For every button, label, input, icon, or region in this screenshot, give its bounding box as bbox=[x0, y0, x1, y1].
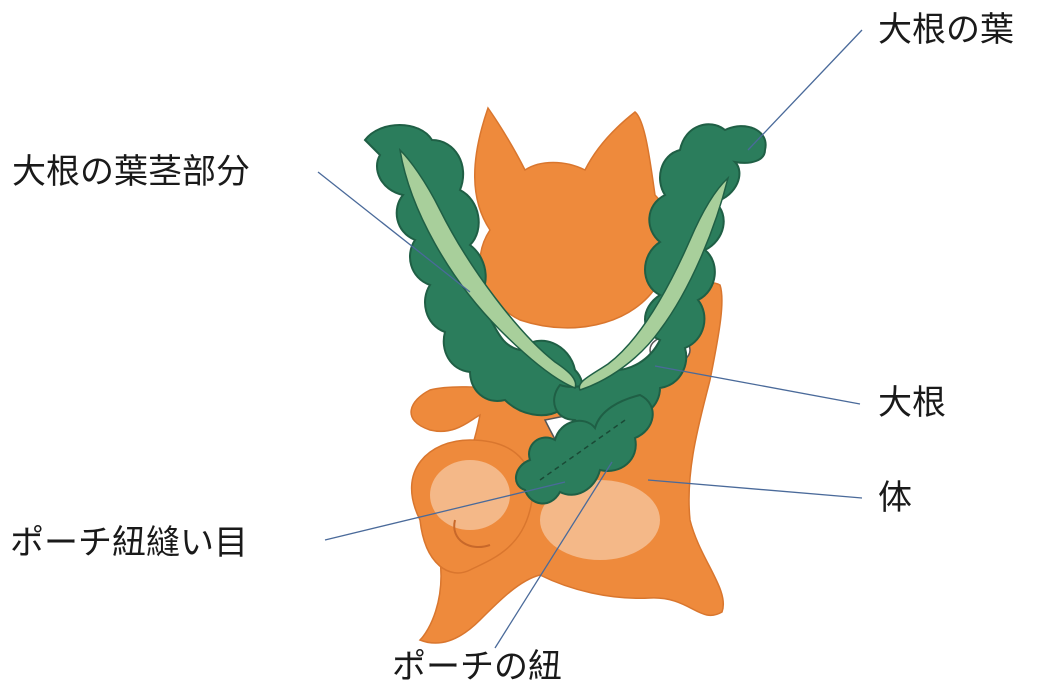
label-daikon-leaf-stem: 大根の葉茎部分 bbox=[12, 152, 250, 192]
label-daikon-leaf: 大根の葉 bbox=[878, 10, 1014, 50]
leader-line-daikon bbox=[654, 365, 861, 405]
mascot-tail-shade bbox=[430, 460, 510, 530]
leader-line-string bbox=[494, 461, 613, 649]
label-body: 体 bbox=[878, 478, 912, 518]
daikon-leaves bbox=[363, 123, 767, 505]
leader-lines bbox=[317, 29, 863, 649]
daikon-leaf-stem-right bbox=[578, 175, 730, 391]
label-pouch-string: ポーチの紐 bbox=[392, 647, 562, 687]
mascot-head bbox=[474, 106, 674, 329]
leader-line-stem bbox=[317, 171, 471, 293]
daikon-leaf-stem-left bbox=[398, 147, 577, 389]
label-pouch-string-seam: ポーチ紐縫い目 bbox=[10, 523, 248, 563]
leader-line-leaf bbox=[747, 29, 863, 151]
label-daikon: 大根 bbox=[878, 383, 946, 423]
leader-line-seam bbox=[324, 481, 566, 541]
mascot-belly-shade bbox=[540, 480, 660, 560]
mascot-tail-curl bbox=[453, 519, 491, 548]
leader-line-body bbox=[647, 479, 863, 499]
